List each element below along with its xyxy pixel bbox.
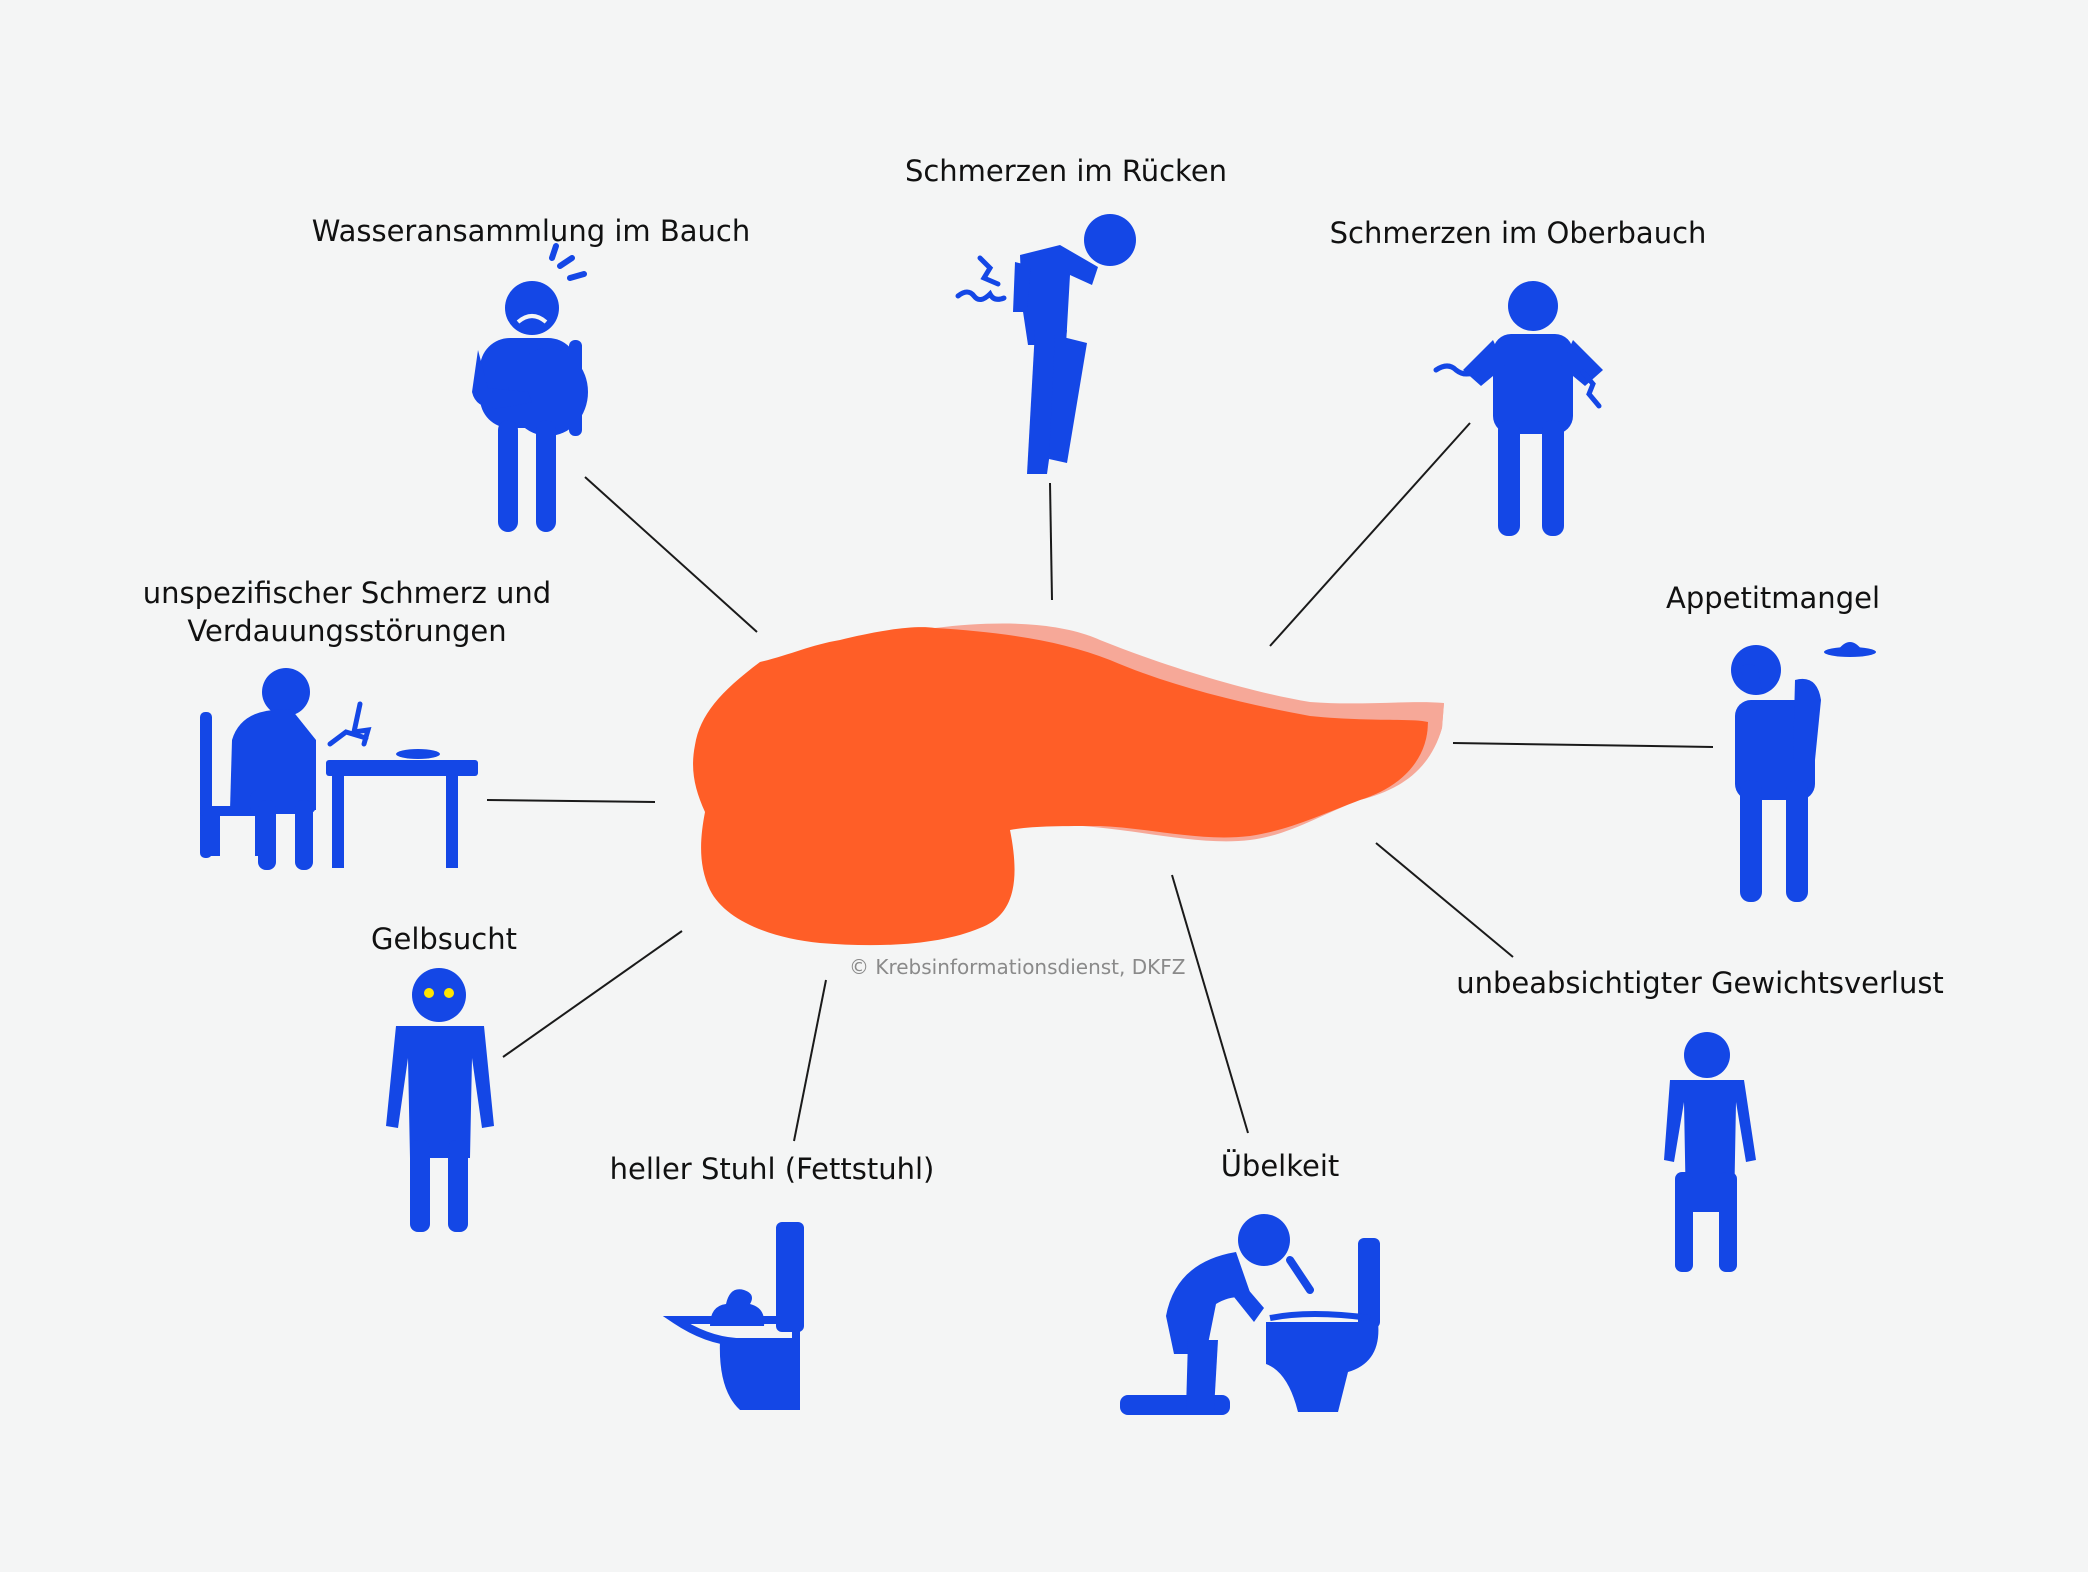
toilet-stool-icon bbox=[662, 1222, 804, 1410]
label-verdauung-line1: unspezifischer Schmerz und bbox=[142, 576, 552, 610]
connector-stuhl bbox=[793, 979, 827, 1142]
copyright-notice: © Krebsinformationsdienst, DKFZ bbox=[849, 955, 1186, 979]
refusing-plate-figure-icon bbox=[1731, 642, 1876, 902]
label-heller-stuhl: heller Stuhl (Fettstuhl) bbox=[609, 1152, 935, 1186]
connector-appetit bbox=[1452, 742, 1714, 748]
pancreas-tail-tip bbox=[1405, 703, 1444, 780]
connector-verdauung bbox=[486, 799, 656, 803]
connector-gewicht bbox=[1375, 842, 1514, 958]
pancreas-organ bbox=[693, 623, 1444, 946]
label-wasseransammlung: Wasseransammlung im Bauch bbox=[311, 214, 751, 248]
label-appetitmangel: Appetitmangel bbox=[1665, 581, 1881, 615]
vomiting-figure-icon bbox=[1120, 1214, 1380, 1415]
pregnant-belly-figure-icon bbox=[472, 243, 588, 532]
label-schmerzen-ruecken: Schmerzen im Rücken bbox=[904, 154, 1228, 188]
connector-uebelkeit bbox=[1171, 874, 1249, 1134]
connector-gelbsucht bbox=[502, 930, 683, 1058]
upper-abdomen-pain-figure-icon bbox=[1433, 281, 1603, 536]
label-verdauungsstoerungen: unspezifischer Schmerz und Verdauungsstö… bbox=[127, 574, 567, 650]
label-verdauung-line2: Verdauungsstörungen bbox=[187, 614, 507, 648]
connector-wasser bbox=[584, 476, 758, 633]
label-uebelkeit: Übelkeit bbox=[1220, 1149, 1340, 1183]
label-schmerzen-oberbauch: Schmerzen im Oberbauch bbox=[1329, 216, 1707, 250]
thin-figure-icon bbox=[1664, 1032, 1756, 1272]
connector-ruecken bbox=[1049, 482, 1053, 601]
icons bbox=[200, 214, 1876, 1415]
connector-oberbauch bbox=[1269, 422, 1471, 647]
yellow-eyes-figure-icon bbox=[386, 968, 494, 1232]
label-gelbsucht: Gelbsucht bbox=[371, 922, 517, 956]
connector-lines bbox=[486, 422, 1714, 1142]
label-gewichtsverlust: unbeabsichtigter Gewichtsverlust bbox=[1456, 966, 1944, 1000]
pancreas-body bbox=[693, 627, 1428, 946]
right-yellow-eye bbox=[444, 988, 454, 998]
left-yellow-eye bbox=[424, 988, 434, 998]
seated-table-figure-icon bbox=[200, 668, 478, 870]
back-pain-figure-icon bbox=[955, 214, 1136, 474]
